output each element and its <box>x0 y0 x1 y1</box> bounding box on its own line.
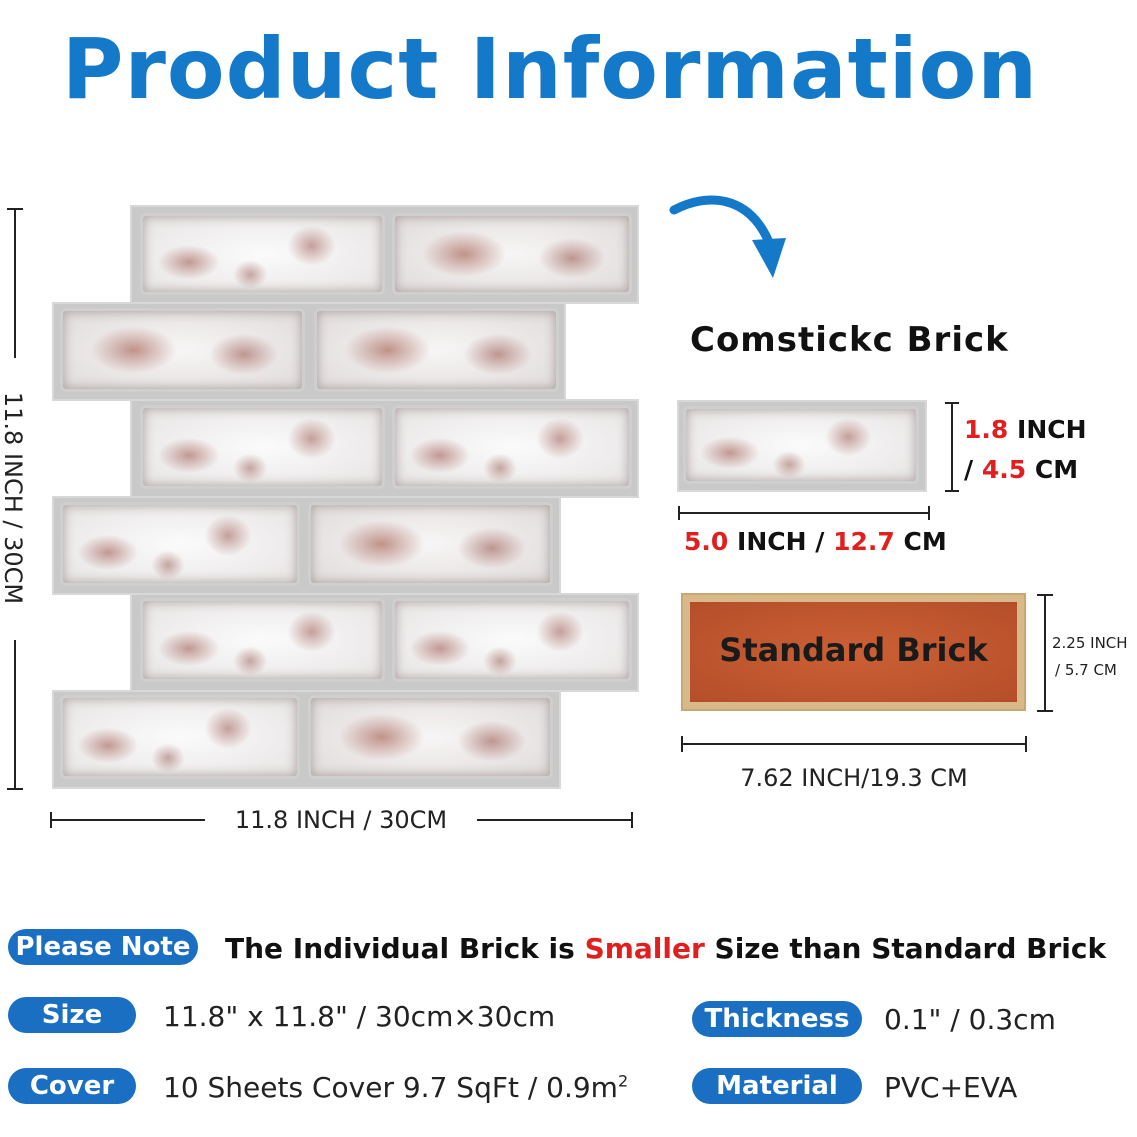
please-note-badge: Please Note <box>8 929 198 965</box>
standard-width-label: 7.62 INCH/19.3 CM <box>740 764 968 792</box>
curved-arrow-icon <box>669 195 786 278</box>
comstickc-width-label: 5.0 INCH / 12.7 CM <box>684 527 947 556</box>
standard-height-label: 2.25 INCH / 5.7 CM <box>1052 634 1128 679</box>
brick <box>140 405 385 489</box>
comstickc-height-label: 1.8 INCH / 4.5 CM <box>964 415 1087 484</box>
panel-height-label: 11.8 INCH / 30CM <box>0 391 27 605</box>
panel-width-label: 11.8 INCH / 30CM <box>234 806 448 834</box>
height-dimension-line <box>14 208 16 358</box>
brick-panel-image <box>52 205 639 790</box>
brick <box>392 213 632 295</box>
cover-badge: Cover <box>8 1068 136 1104</box>
size-value: 11.8" x 11.8" / 30cm×30cm <box>163 1000 556 1033</box>
brick <box>60 695 300 779</box>
brick <box>140 213 385 295</box>
cover-value: 10 Sheets Cover 9.7 SqFt / 0.9m2 <box>163 1071 629 1104</box>
brick <box>308 502 553 586</box>
size-badge: Size <box>8 997 136 1033</box>
material-value: PVC+EVA <box>884 1071 1018 1104</box>
note-text: The Individual Brick is Smaller Size tha… <box>225 932 1107 965</box>
brick <box>392 405 632 489</box>
width-dimension-line <box>50 819 205 821</box>
thickness-badge: Thickness <box>692 1001 862 1037</box>
brick <box>314 308 559 392</box>
material-badge: Material <box>692 1068 862 1104</box>
brick <box>392 598 632 682</box>
brick <box>140 598 385 682</box>
brick <box>308 695 553 779</box>
standard-brick-label: Standard Brick <box>719 631 988 669</box>
page-title: Product Information <box>61 20 1039 118</box>
comstickc-brick-label: Comstickc Brick <box>690 320 1009 360</box>
brick <box>60 502 300 586</box>
brick <box>60 308 305 392</box>
standard-brick-image: Standard Brick <box>681 593 1026 711</box>
comstickc-brick-image <box>677 400 927 492</box>
thickness-value: 0.1" / 0.3cm <box>884 1003 1056 1036</box>
